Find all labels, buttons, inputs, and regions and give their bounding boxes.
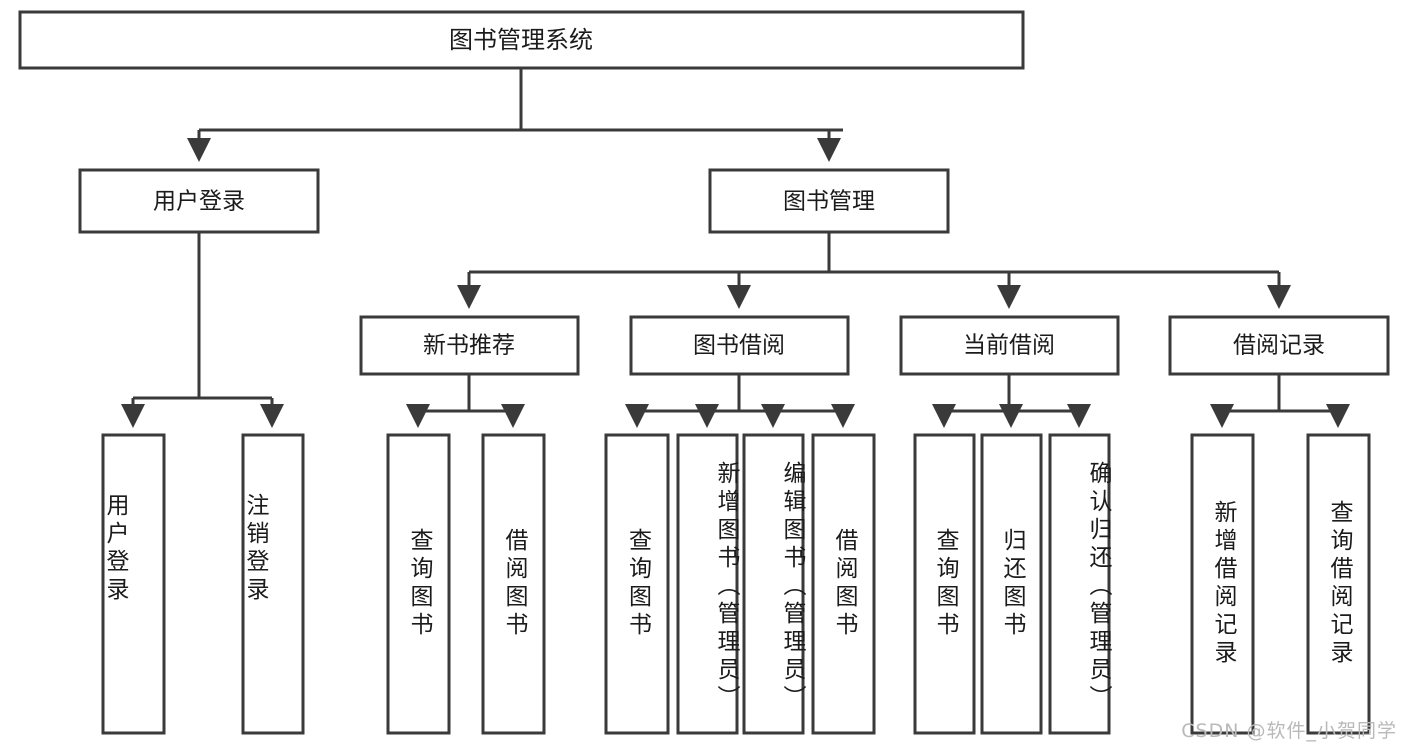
connector-group-borrow-to-leaves	[625, 374, 855, 428]
connector-group-records-to-leaves	[1210, 374, 1350, 428]
node-book-management[interactable]: 图书管理	[708, 168, 950, 234]
node-new-book-recommend-label: 新书推荐	[423, 333, 515, 359]
connector-group-bookmgmt-to-level3	[457, 232, 1291, 309]
node-root[interactable]: 图书管理系统	[18, 10, 1025, 70]
node-user-login-box[interactable]	[78, 168, 320, 234]
leaf-box-query-borrow-record[interactable]	[1306, 433, 1371, 735]
node-book-borrow-box[interactable]	[629, 315, 850, 376]
leaf-box-logout[interactable]	[241, 433, 305, 735]
leaf-box-confirm-return-admin[interactable]	[1048, 433, 1111, 735]
node-new-book-recommend[interactable]: 新书推荐	[359, 315, 580, 376]
node-book-management-label: 图书管理	[783, 189, 875, 215]
connector-group-current-to-leaves	[932, 374, 1091, 428]
csdn-watermark: CSDN @软件_小贺同学	[1181, 720, 1397, 742]
leaf-box-query-book-current[interactable]	[913, 433, 976, 735]
node-book-borrow-label: 图书借阅	[693, 333, 785, 359]
leaf-box-add-borrow-record[interactable]	[1190, 433, 1255, 735]
node-new-book-recommend-box[interactable]	[359, 315, 580, 376]
leaf-box-query-book-borrow[interactable]	[604, 433, 670, 735]
connector-group-root-to-level2	[187, 68, 843, 162]
node-borrow-records-label: 借阅记录	[1233, 333, 1325, 359]
node-current-borrow[interactable]: 当前借阅	[899, 315, 1120, 376]
leaf-box-edit-book-admin[interactable]	[742, 433, 805, 735]
node-user-login-label: 用户登录	[153, 189, 245, 215]
node-current-borrow-label: 当前借阅	[963, 333, 1055, 359]
connector-group-newbook-to-leaves	[406, 374, 525, 428]
leaf-box-borrow-book-new[interactable]	[481, 433, 546, 735]
node-user-login[interactable]: 用户登录	[78, 168, 320, 234]
leaf-box-return-book[interactable]	[980, 433, 1043, 735]
node-root-box[interactable]	[18, 10, 1025, 70]
connector-group-userlogin-to-leaves	[121, 232, 284, 428]
leaf-box-borrow-book[interactable]	[811, 433, 876, 735]
node-borrow-records[interactable]: 借阅记录	[1168, 315, 1390, 376]
leaf-box-user-login[interactable]	[101, 433, 166, 735]
node-current-borrow-box[interactable]	[899, 315, 1120, 376]
leaf-box-query-book-new[interactable]	[386, 433, 451, 735]
leaf-boxes	[101, 433, 1371, 735]
node-root-label: 图书管理系统	[449, 26, 593, 54]
leaf-box-add-book-admin[interactable]	[676, 433, 739, 735]
node-borrow-records-box[interactable]	[1168, 315, 1390, 376]
node-book-management-box[interactable]	[708, 168, 950, 234]
node-book-borrow[interactable]: 图书借阅	[629, 315, 850, 376]
